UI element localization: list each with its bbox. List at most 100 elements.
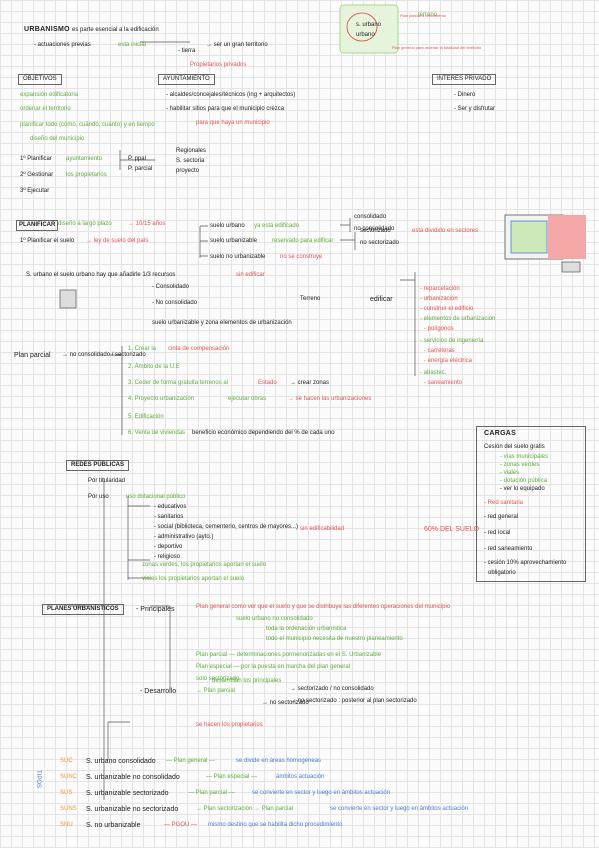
- redes-list-1: - sanitarios: [154, 514, 184, 520]
- planes-line-0: Plan general como ver que el suelo y que…: [196, 604, 451, 610]
- objetivo-3: planificar todo (cómo, cuándo, cuánto) y…: [20, 122, 155, 128]
- cargas-7: - red general: [484, 514, 519, 520]
- planes-sector: → sectorizado / no consolidado: [290, 686, 374, 692]
- ayto-2: - habilitar sitios para que el municipio…: [166, 106, 285, 112]
- cargas-10: - cesión 10% aprovechamiento: [484, 560, 567, 566]
- sectorizado-g: está dividido en sectores: [412, 228, 479, 234]
- map-label2: urbano: [356, 32, 375, 38]
- cargas-box: [476, 426, 586, 582]
- cargas-3: - viales: [500, 470, 520, 476]
- plan-line3: S. urbano el suelo urbano hay que añadir…: [26, 272, 176, 278]
- cargas-title: CARGAS: [484, 430, 517, 437]
- pp-item-4-g: ejecutar obras: [228, 396, 267, 402]
- redes-viales: viales los propietarios aportan el suelo: [142, 576, 245, 582]
- planes-line-4: Plan parcial — determinaciones pormenori…: [196, 652, 382, 658]
- pp-item-2: 2. Ámbito de la U.E: [128, 364, 180, 370]
- redes-title: REDES PÚBLICAS: [66, 460, 130, 471]
- cargas-5: - ver lo equipado: [500, 486, 545, 492]
- pp-item-5: 5. Edificación: [128, 414, 164, 420]
- planes-des-3: se hacen los propietarios: [196, 722, 263, 728]
- sectorial-1: Regionales: [176, 148, 207, 154]
- suelo-urbanizable: suelo urbanizable: [210, 238, 258, 244]
- cargas-4: - dotación pública: [500, 478, 548, 484]
- redes-list-4: - deportivo: [154, 544, 183, 550]
- objetivos-header: OBJETIVOS: [18, 74, 62, 85]
- tipo-b-3: → Plan sectorización → Plan parcial: [196, 806, 294, 812]
- sectorizado: sectorizado: [360, 228, 391, 234]
- map-note: Plan general para ordenar la totalidad d…: [392, 45, 482, 50]
- redes-suelo: 60% DEL SUELO: [424, 526, 479, 533]
- ayuntamiento-header: AYUNTAMIENTO: [158, 74, 215, 85]
- planes-line-5: Plan especial — por la puesta en marcha …: [196, 664, 351, 670]
- tipo-c-0: se divide en áreas homogéneas: [236, 758, 322, 764]
- interes-header: INTERES PRIVADO: [432, 74, 497, 85]
- tipo-c-2: se convierte en sector y luego en ámbito…: [252, 790, 391, 796]
- header-bullet: - actuaciones previas: [34, 42, 91, 48]
- planes-sector2: → no sectorizado : posterior al plan sec…: [290, 698, 417, 704]
- tipos-side: TIPOS: [35, 770, 41, 789]
- planes-des-1: → no sectorizado: [262, 700, 309, 706]
- tipo-code-0: SUC: [60, 758, 73, 764]
- pp-item-1-g: cinta de compensación: [168, 346, 230, 352]
- planes-des-2: → Plan parcial: [196, 688, 236, 694]
- redes-list-2: - social (biblioteca, cementerio, centro…: [154, 524, 299, 530]
- plan-line2b: → ley de suelo del país: [86, 238, 149, 244]
- suelo-urbanizable-g: reservado para edificar: [272, 238, 334, 244]
- step-3: 3º Ejecutar: [20, 188, 50, 194]
- pp-item-3: 3. Ceder de forma gratuita terrenos al: [128, 380, 229, 386]
- cargas-8: - red local: [484, 530, 511, 536]
- pp-item-4-r: → se hacen las urbanizaciones: [288, 396, 372, 402]
- interes-1: - Dinero: [454, 92, 476, 98]
- sectorial-3: proyecto: [176, 168, 200, 174]
- right-list-0: - reparcelación: [420, 286, 460, 292]
- redes-list-5: - religioso: [154, 554, 181, 560]
- right-list-9: - saneamiento: [424, 380, 463, 386]
- right-list-5: - servicios de ingeniería: [420, 338, 484, 344]
- planes-title: PLANES URBANÍSTICOS: [42, 604, 124, 615]
- step-1: 1º Planificar: [20, 156, 52, 162]
- step-2-g: los propietarios: [66, 172, 107, 178]
- consol-2: - No consolidado: [152, 300, 198, 306]
- right-list-2: - construir el edificio: [420, 306, 474, 312]
- plan-line1: diseño a largo plazo: [58, 221, 112, 227]
- planes-line-3: todo el municipio necesita de nuestro pl…: [266, 636, 403, 642]
- cargas-1: - vías municipales: [500, 454, 549, 460]
- header-prop: Propietarios privados: [190, 62, 247, 68]
- pp-item-4: 4. Proyecto urbanización: [128, 396, 195, 402]
- plan-line1b: → 10/15 años: [128, 221, 166, 227]
- map-label1: s. urbano: [356, 22, 382, 28]
- header-bullet-green: esta inicial: [118, 42, 147, 48]
- header-to: → ser un gran territorio: [206, 42, 268, 48]
- right-list-7: - energía eléctrica: [424, 358, 473, 364]
- objetivo-2: ordenar el territorio: [20, 106, 71, 112]
- planes-principales: - Principales: [136, 606, 175, 613]
- tipo-code-3: SUNS: [60, 806, 77, 812]
- ayto-3: para que haya un municipio: [196, 120, 270, 126]
- interes-2: - Ser y disfrutar: [454, 106, 496, 112]
- right-list-3: - elementos de urbanización: [420, 316, 496, 322]
- plan-parcial-label: Plan parcial: [14, 352, 51, 359]
- tipo-code-1: SUNC: [60, 774, 78, 780]
- plan-line3b: sin edificar: [236, 272, 265, 278]
- planificar-label: PLANIFICAR: [16, 220, 59, 231]
- header-title-rest: es parte esencial a la edificación: [72, 27, 159, 33]
- header-terreno: terreno: [418, 12, 438, 18]
- objetivo-1: expansión edificatoria: [20, 92, 79, 98]
- redes-zonas: zonas verdes, los propietarios aportan e…: [142, 562, 267, 568]
- no-sectorizado: no sectorizado: [360, 240, 400, 246]
- planes-des-0: desarrollan los principales: [212, 678, 282, 684]
- consolidado: consolidado: [354, 214, 387, 220]
- terreno: Terreno: [300, 296, 321, 302]
- step-1-g: ayuntamiento: [66, 156, 103, 162]
- cargas-11: obligatorio: [488, 570, 516, 576]
- cargas-2: - zonas verdes: [500, 462, 540, 468]
- consol-1: - Consolidado: [152, 284, 190, 290]
- tipo-a-3: S. urbanizable no sectorizado: [86, 806, 179, 813]
- header-title: URBANISMO: [24, 26, 70, 33]
- tipo-a-4: S. no urbanizable: [86, 822, 141, 829]
- pp-item-3-g: Estado: [258, 380, 277, 386]
- redes-list-0: - educativos: [154, 504, 187, 510]
- right-list-8: - abastec.: [420, 370, 447, 376]
- header-bullet-k: - tierra: [178, 48, 196, 54]
